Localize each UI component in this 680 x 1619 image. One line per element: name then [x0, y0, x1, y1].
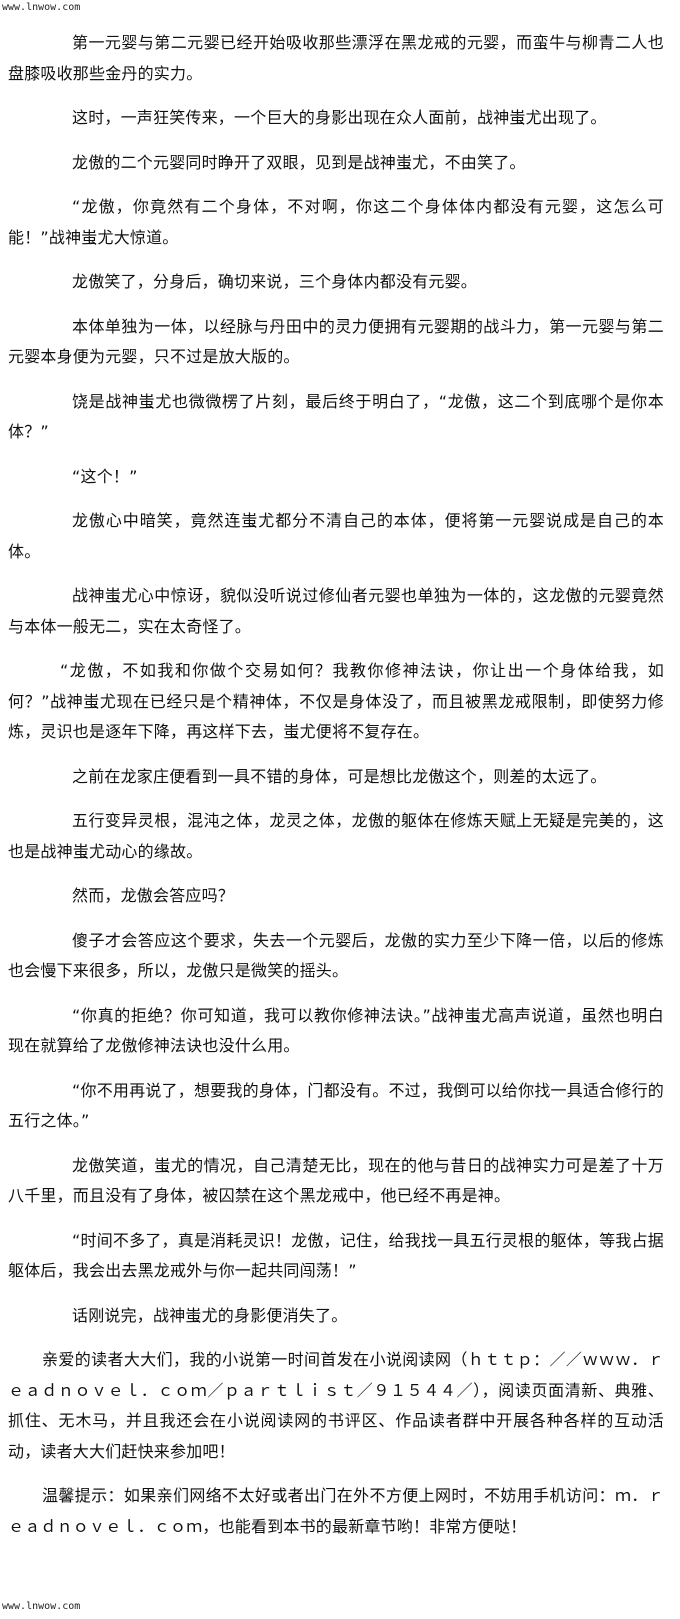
story-paragraph: 饶是战神蚩尤也微微楞了片刻，最后终于明白了，“龙傲，这二个到底哪个是你本体？” [8, 391, 664, 442]
document-body: 第一元婴与第二元婴已经开始吸收那些漂浮在黑龙戒的元婴，而蛮牛与柳青二人也盘膝吸收… [8, 28, 664, 1556]
story-paragraph: 第一元婴与第二元婴已经开始吸收那些漂浮在黑龙戒的元婴，而蛮牛与柳青二人也盘膝吸收… [8, 33, 664, 83]
story-paragraph: 这时，一声狂笑传来，一个巨大的身影出现在众人面前，战神蚩尤出现了。 [72, 108, 607, 127]
site-notice-paragraph: 温馨提示：如果亲们网络不太好或者出门在外不方便上网时，不妨用手机访问：ｍ．ｒｅａ… [8, 1486, 664, 1536]
story-paragraph: 战神蚩尤心中惊讶，貌似没听说过修仙者元婴也单独为一体的，这龙傲的元婴竟然与本体一… [8, 586, 664, 636]
story-paragraph: “你不用再说了，想要我的身体，门都没有。不过，我倒可以给你找一具适合修行的五行之… [8, 1080, 664, 1131]
story-paragraph: 本体单独为一体，以经脉与丹田中的灵力便拥有元婴期的战斗力，第一元婴与第二元婴本身… [8, 316, 664, 367]
story-paragraph: “时间不多了，真是消耗灵识！龙傲，记住，给我找一具五行灵根的躯体，等我占据躯体后… [8, 1230, 664, 1281]
story-paragraph: 之前在龙家庄便看到一具不错的身体，可是想比龙傲这个，则差的太远了。 [72, 766, 607, 786]
story-paragraph: 龙傲的二个元婴同时睁开了双眼，见到是战神蚩尤，不由笑了。 [72, 152, 526, 172]
story-paragraph: 傻子才会答应这个要求，失去一个元婴后，龙傲的实力至少下降一倍，以后的修炼也会慢下… [8, 930, 664, 981]
story-paragraph: “龙傲，你竟然有二个身体，不对啊，你这二个身体体内都没有元婴，这怎么可能！”战神… [8, 197, 664, 247]
story-paragraph: 龙傲心中暗笑，竟然连蚩尤都分不清自己的本体，便将第一元婴说成是自己的本体。 [8, 511, 664, 561]
story-paragraph: 龙傲笑道，蚩尤的情况，自己清楚无比，现在的他与昔日的战神实力可是差了十万八千里，… [8, 1155, 664, 1206]
story-paragraph: “龙傲，不如我和你做个交易如何？我教你修神法诀，你让出一个身体给我，如何？”战神… [8, 661, 664, 741]
story-paragraph: 话刚说完，战神蚩尤的身影便消失了。 [72, 1305, 348, 1325]
story-paragraph: 龙傲笑了，分身后，确切来说，三个身体内都没有元婴。 [72, 272, 478, 291]
watermark-top: www.lnwow.com [2, 2, 81, 13]
story-paragraph: 然而，龙傲会答应吗？ [72, 886, 235, 905]
story-paragraph: “你真的拒绝？你可知道，我可以教你修神法诀。”战神蚩尤高声说道，虽然也明白现在就… [8, 1005, 664, 1056]
watermark-bottom: www.lnwow.com [2, 1601, 81, 1612]
story-paragraph: 五行变异灵根，混沌之体，龙灵之体，龙傲的躯体在修炼天赋上无疑是完美的，这也是战神… [8, 811, 664, 861]
site-notice-paragraph: 亲爱的读者大大们，我的小说第一时间首发在小说阅读网（ｈｔｔｐ：／／ｗｗｗ．ｒｅａ… [8, 1350, 664, 1461]
story-paragraph: “这个！” [72, 466, 138, 486]
